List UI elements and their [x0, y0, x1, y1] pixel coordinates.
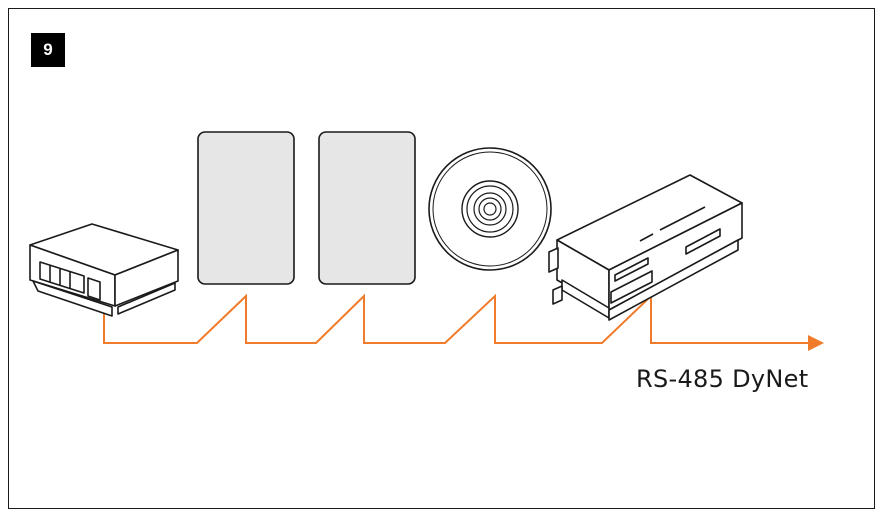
- wire-arrowhead: [808, 335, 824, 351]
- step-number-badge: 9: [31, 33, 65, 67]
- din-rail-module-icon: [548, 174, 743, 321]
- ceiling-sensor-icon: [428, 147, 552, 271]
- panel-icon: [197, 131, 295, 285]
- rs485-dynet-label: RS-485 DyNet: [636, 365, 809, 393]
- figure-frame: [8, 8, 875, 509]
- rs485-wire: [103, 293, 824, 351]
- wire-path: [103, 293, 808, 344]
- panel-icon: [318, 131, 416, 285]
- controller-box-icon: [29, 223, 179, 317]
